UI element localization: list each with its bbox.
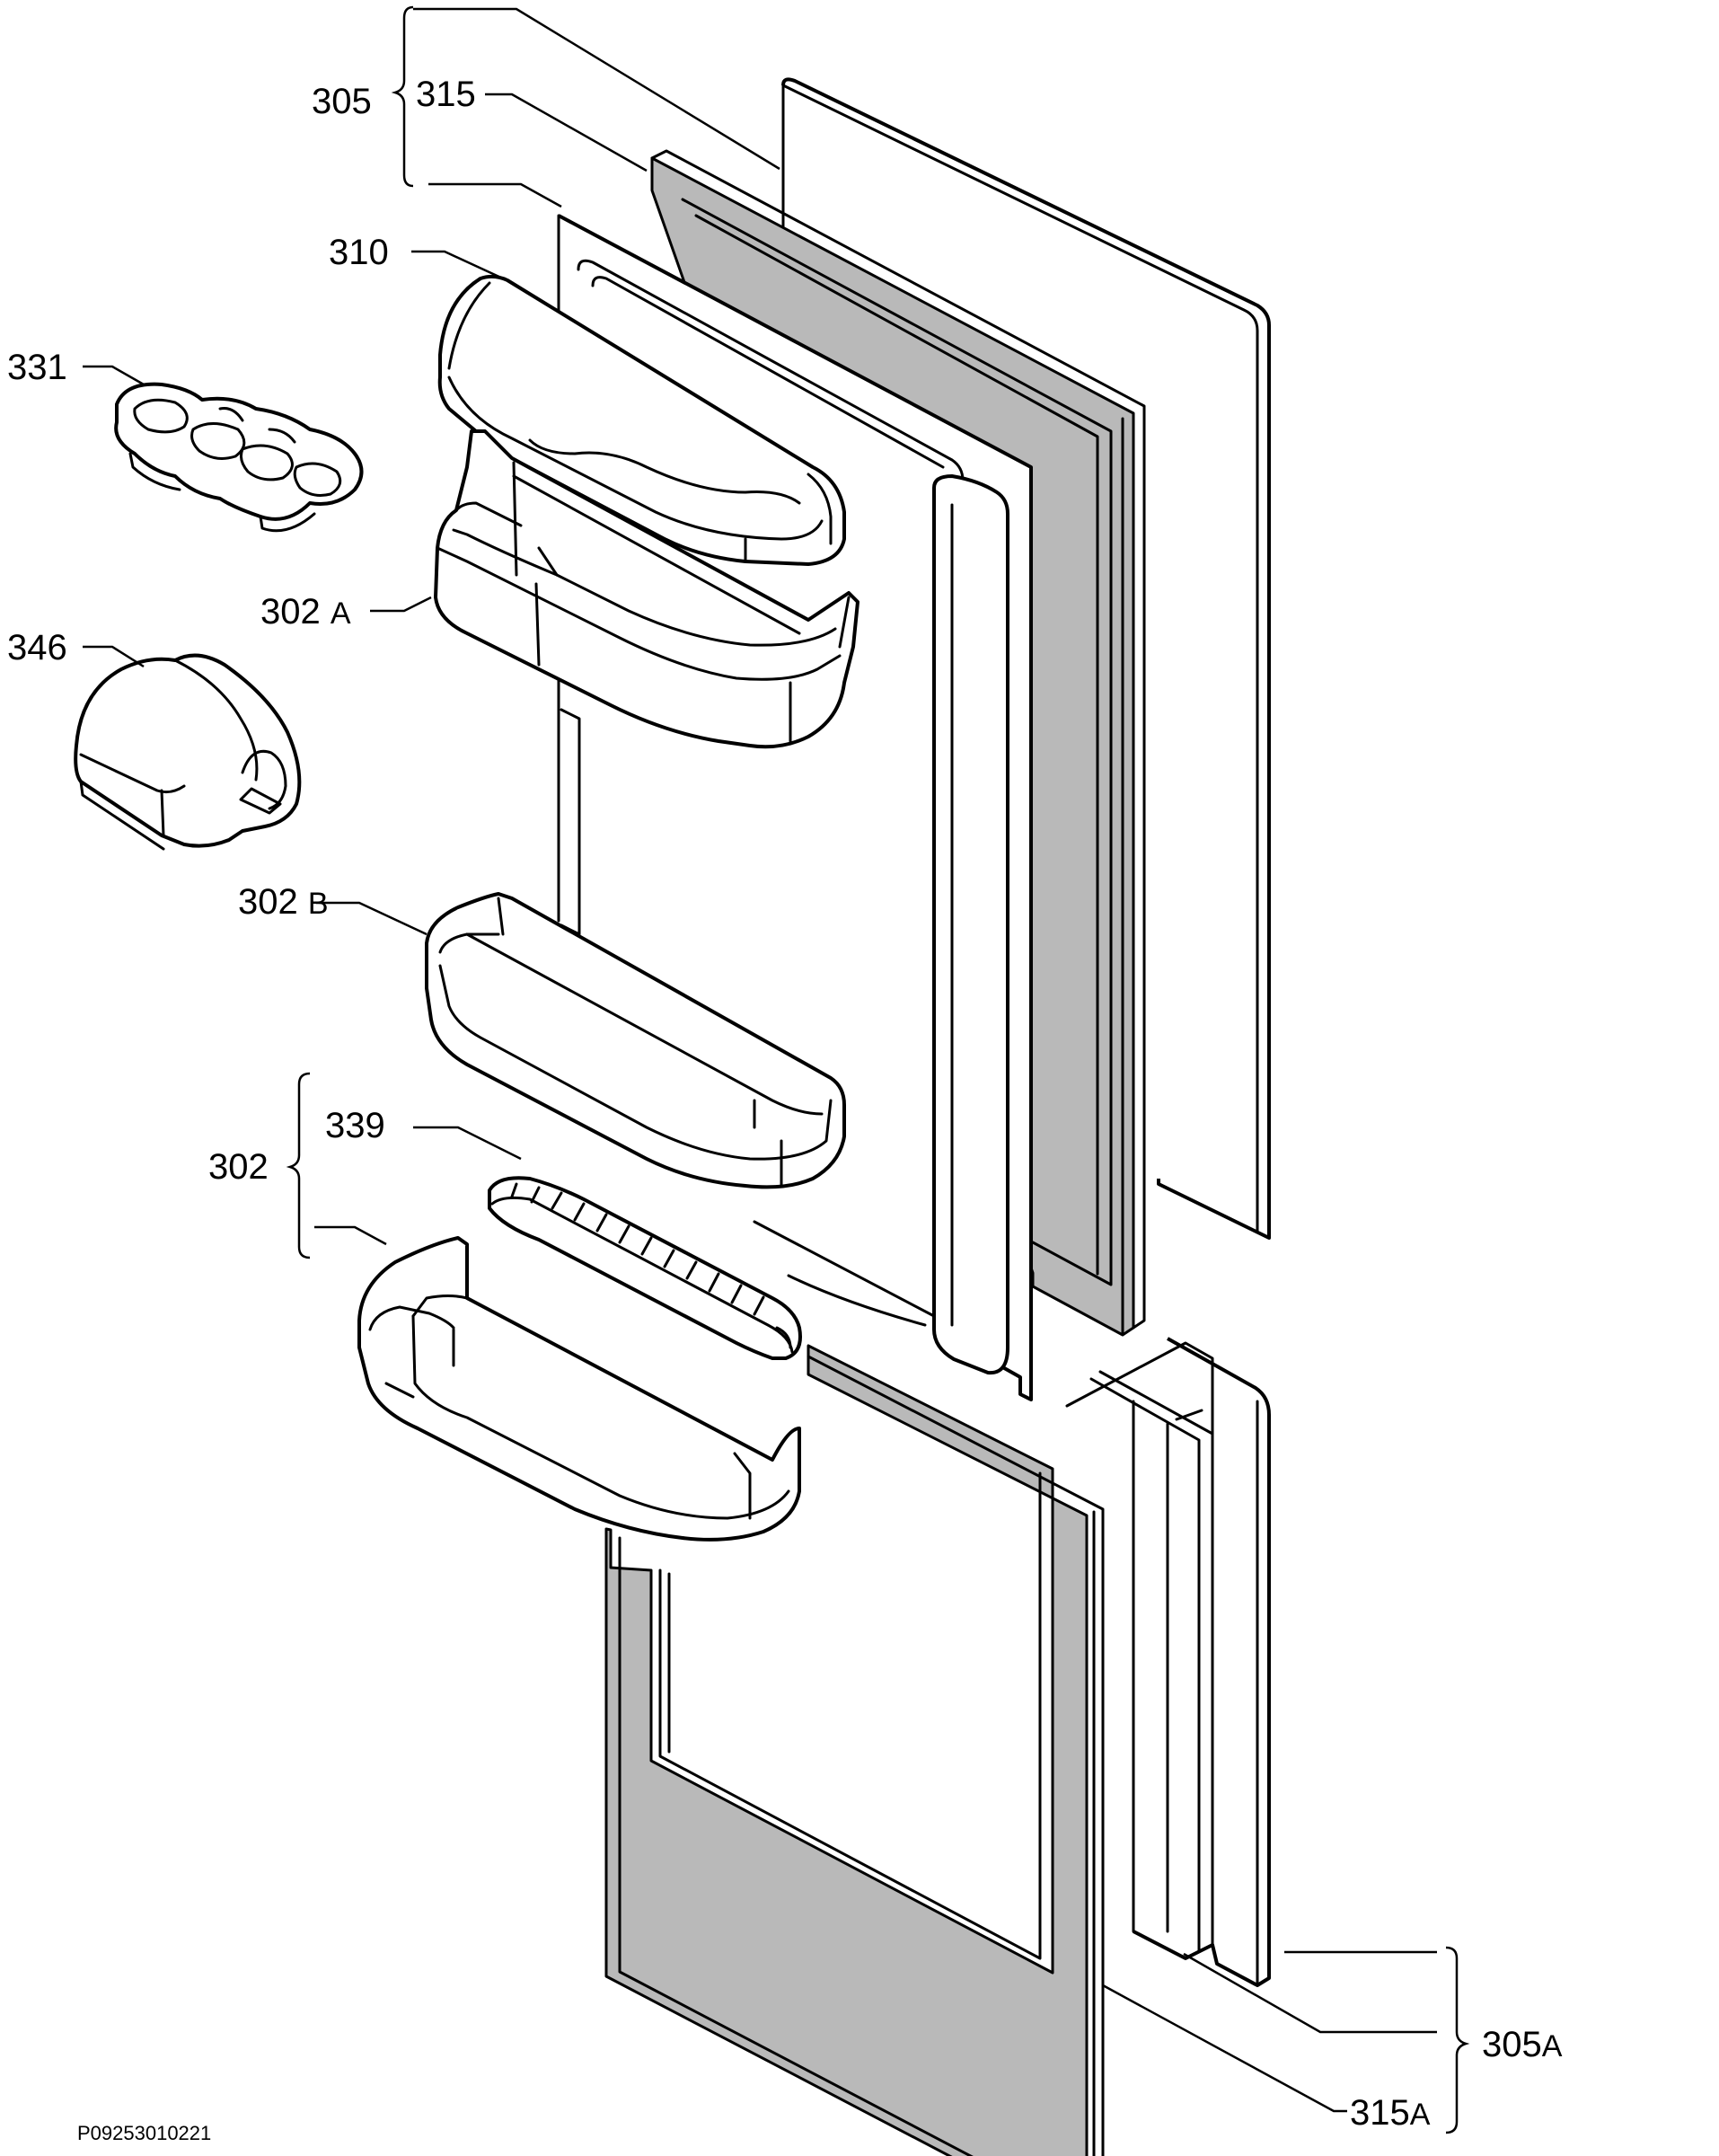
- callout-305a: 305A: [1482, 2025, 1563, 2064]
- callout-339: 339: [325, 1106, 385, 1145]
- brace-305a: [1445, 1946, 1470, 2134]
- callout-302a: 302 A: [260, 592, 351, 632]
- callout-315a: 315A: [1350, 2093, 1431, 2133]
- callout-315: 315: [416, 75, 476, 114]
- bottle-shelf-302: [357, 1236, 801, 1542]
- butter-dish: [74, 653, 302, 851]
- callout-310: 310: [329, 233, 389, 272]
- brace-305: [391, 5, 414, 188]
- door-shelf-302a: [434, 429, 860, 749]
- brace-302: [286, 1072, 311, 1259]
- leader-lines: [83, 7, 1437, 2113]
- callout-346: 346: [7, 628, 67, 667]
- egg-tray: [114, 382, 364, 533]
- bottle-retainer: [488, 1176, 802, 1360]
- lower-door-panel: [1065, 1337, 1271, 1987]
- door-shelf-302b: [425, 892, 846, 1189]
- callout-302b: 302 B: [238, 882, 329, 922]
- callout-331: 331: [7, 348, 67, 387]
- callout-305: 305: [312, 82, 372, 121]
- callout-302: 302: [208, 1147, 269, 1187]
- drawing-code: P09253010221: [77, 2122, 211, 2144]
- lower-door-gasket: [604, 1344, 1105, 2156]
